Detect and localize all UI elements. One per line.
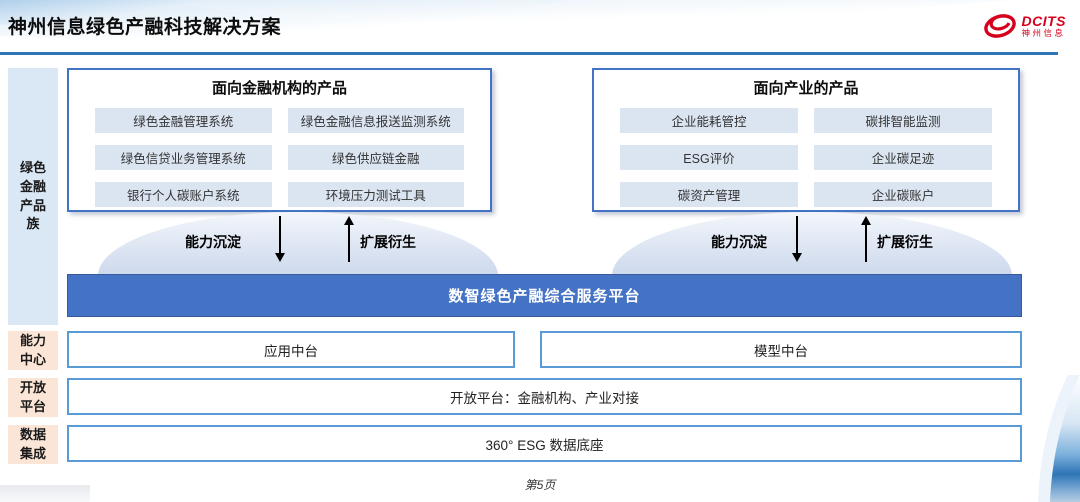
product-item: 绿色信贷业务管理系统 <box>95 145 272 170</box>
product-group-title: 面向金融机构的产品 <box>211 80 347 97</box>
dome-decoration <box>612 212 1012 276</box>
product-item: 绿色供应链金融 <box>287 145 464 170</box>
page-title: 神州信息绿色产融科技解决方案 <box>8 17 282 38</box>
product-item: 绿色金融信息报送监测系统 <box>287 108 464 133</box>
esg-data-base-row: 360° ESG 数据底座 <box>67 425 1022 462</box>
product-item: 企业碳足迹 <box>814 145 992 170</box>
product-group-financial: 面向金融机构的产品 绿色金融管理系统 绿色金融信息报送监测系统 绿色信贷业务管理… <box>67 68 492 212</box>
flow-label-extension: 扩展衍生 <box>360 234 416 250</box>
logo-subtitle: 神州信息 <box>1021 27 1066 38</box>
sidebar-label-text: 能力中心 <box>19 332 46 367</box>
dcits-logo: DCITS 神州信息 <box>982 10 1067 42</box>
product-item: 环境压力测试工具 <box>287 182 464 207</box>
product-group-items: 企业能耗管控 碳排智能监测 ESG评价 企业碳足迹 碳资产管理 企业碳账户 <box>594 108 1018 207</box>
dcits-swirl-icon <box>983 14 1016 38</box>
service-platform-bar: 数智绿色产融综合服务平台 <box>67 274 1022 317</box>
product-item: 企业碳账户 <box>814 182 992 207</box>
arrow-up-icon <box>344 216 354 262</box>
page-number: 第5页 <box>524 478 556 492</box>
corner-gray-decoration <box>0 485 90 502</box>
arrow-up-icon <box>861 216 871 262</box>
sidebar-label-text: 数据集成 <box>19 426 46 461</box>
flow-label-capability: 能力沉淀 <box>711 234 767 250</box>
sidebar-label-capability-center: 能力中心 <box>8 331 58 370</box>
flow-label-capability: 能力沉淀 <box>185 234 241 250</box>
arrow-down-icon <box>275 216 285 262</box>
corner-swoosh-decoration <box>1038 375 1080 502</box>
flow-label-extension: 扩展衍生 <box>877 234 933 250</box>
logo-brand: DCITS <box>1021 13 1066 30</box>
product-group-title: 面向产业的产品 <box>753 80 859 97</box>
sidebar-label-open-platform: 开放平台 <box>8 378 58 417</box>
product-item: ESG评价 <box>620 145 798 170</box>
product-item: 碳资产管理 <box>620 182 798 207</box>
sidebar-label-product-family: 绿色金融产品族 <box>8 68 58 325</box>
dome-decoration <box>98 212 498 276</box>
title-underline <box>0 52 1058 55</box>
product-item: 碳排智能监测 <box>814 108 992 133</box>
product-item: 银行个人碳账户系统 <box>95 182 272 207</box>
product-item: 绿色金融管理系统 <box>95 108 272 133</box>
sidebar-label-text: 绿色金融产品族 <box>19 159 46 232</box>
product-group-industry: 面向产业的产品 企业能耗管控 碳排智能监测 ESG评价 企业碳足迹 碳资产管理 … <box>592 68 1020 212</box>
product-group-items: 绿色金融管理系统 绿色金融信息报送监测系统 绿色信贷业务管理系统 绿色供应链金融… <box>69 108 490 207</box>
sidebar-label-data-integration: 数据集成 <box>8 425 58 464</box>
sidebar-label-text: 开放平台 <box>19 379 46 414</box>
model-middle-platform-box: 模型中台 <box>540 331 1022 368</box>
arrow-down-icon <box>792 216 802 262</box>
app-middle-platform-box: 应用中台 <box>67 331 515 368</box>
open-platform-row: 开放平台：金融机构、产业对接 <box>67 378 1022 415</box>
product-item: 企业能耗管控 <box>620 108 798 133</box>
